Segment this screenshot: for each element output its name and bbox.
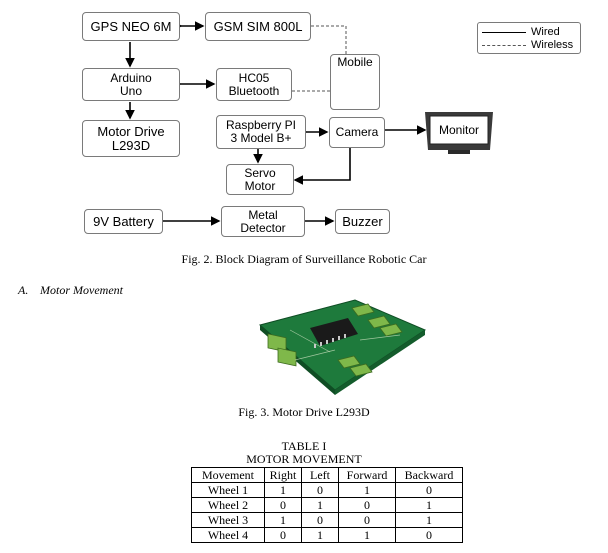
block-motor-drive: Motor Drive L293D	[82, 120, 180, 157]
block-mobile: Mobile	[330, 54, 380, 110]
diagram-legend: Wired Wireless	[477, 22, 581, 54]
block-hc05: HC05 Bluetooth	[216, 68, 292, 101]
table-cell: 0	[264, 527, 302, 543]
col-right: Right	[264, 467, 302, 483]
fig3-caption: Fig. 3. Motor Drive L293D	[238, 405, 370, 419]
wireless-line-sample	[482, 44, 526, 46]
block-mobile-label: Mobile	[337, 55, 373, 69]
table-header-row: Movement Right Left Forward Backward	[191, 467, 463, 483]
section-heading: A. Motor Movement	[18, 283, 123, 298]
table-cell: 0	[395, 527, 463, 543]
table-cell: Wheel 4	[191, 527, 265, 543]
col-left: Left	[301, 467, 339, 483]
table-cell: 1	[395, 497, 463, 513]
section-number: A.	[18, 283, 29, 297]
table-cell: 1	[338, 482, 396, 498]
block-metal-detector: Metal Detector	[221, 206, 305, 237]
table-cell: 1	[395, 512, 463, 528]
table-cell: 0	[301, 512, 339, 528]
block-gsm: GSM SIM 800L	[205, 12, 311, 41]
fig2-caption: Fig. 2. Block Diagram of Surveillance Ro…	[181, 252, 427, 266]
table-row: Wheel 4 0 1 1 0	[191, 527, 463, 543]
table-cell: 0	[338, 512, 396, 528]
table-cell: 1	[264, 482, 302, 498]
table-cell: 1	[301, 527, 339, 543]
table-label: TABLE I	[281, 439, 327, 453]
block-raspberry-pi: Raspberry PI 3 Model B+	[216, 115, 306, 149]
block-gps: GPS NEO 6M	[82, 12, 180, 41]
legend-wireless-label: Wireless	[531, 39, 574, 51]
col-movement: Movement	[191, 467, 265, 483]
table-cell: 1	[264, 512, 302, 528]
motor-movement-table: Movement Right Left Forward Backward Whe…	[191, 467, 463, 543]
block-camera: Camera	[329, 117, 385, 148]
block-monitor-label: Monitor	[438, 123, 479, 137]
block-battery: 9V Battery	[84, 209, 163, 234]
table-title: MOTOR MOVEMENT	[246, 452, 362, 466]
col-backward: Backward	[395, 467, 463, 483]
block-servo-motor: Servo Motor	[226, 164, 294, 195]
table-row: Wheel 1 1 0 1 0	[191, 482, 463, 498]
table-row: Wheel 2 0 1 0 1	[191, 497, 463, 513]
table-cell: 0	[301, 482, 339, 498]
col-forward: Forward	[338, 467, 396, 483]
table-cell: 0	[338, 497, 396, 513]
motor-driver-board-image	[258, 299, 427, 395]
wired-line-sample	[482, 31, 526, 33]
table-cell: 0	[264, 497, 302, 513]
table-cell: 1	[301, 497, 339, 513]
block-arduino: Arduino Uno	[82, 68, 180, 101]
table-cell: Wheel 3	[191, 512, 265, 528]
table-cell: Wheel 1	[191, 482, 265, 498]
legend-wired-label: Wired	[531, 26, 560, 38]
block-buzzer: Buzzer	[335, 209, 390, 234]
table-row: Wheel 3 1 0 0 1	[191, 512, 463, 528]
table-cell: 0	[395, 482, 463, 498]
section-title: Motor Movement	[40, 283, 123, 297]
table-cell: Wheel 2	[191, 497, 265, 513]
table-cell: 1	[338, 527, 396, 543]
